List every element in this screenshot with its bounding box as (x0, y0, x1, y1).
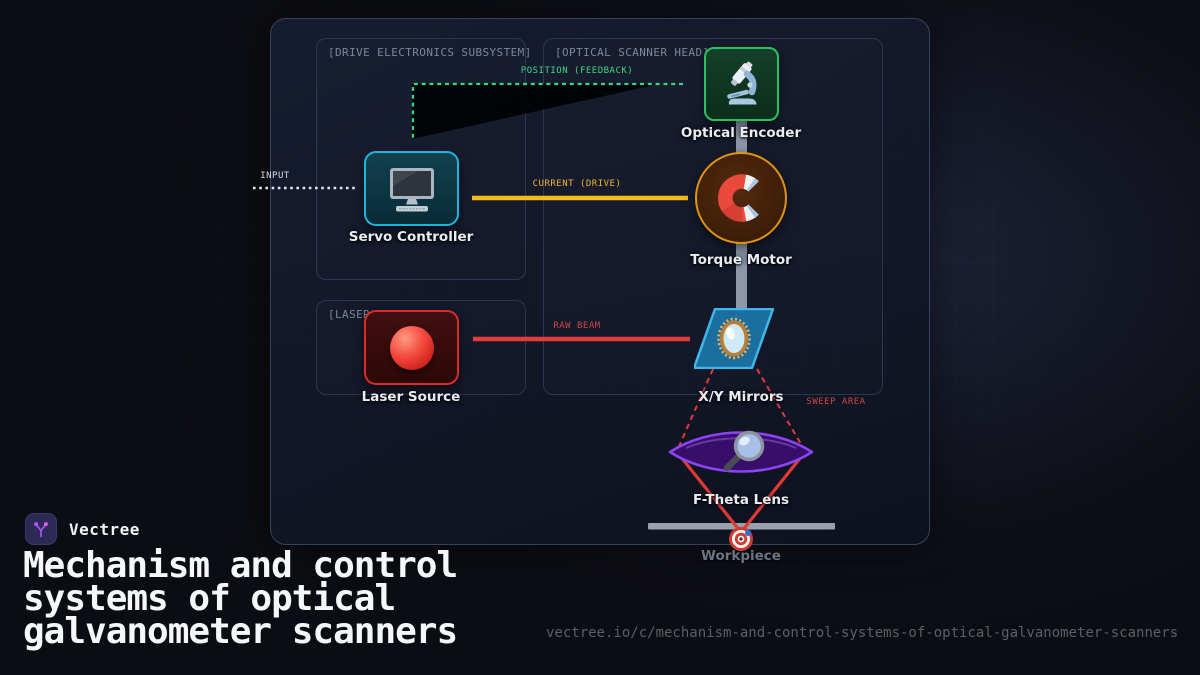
group-laser-label: [LASER (328, 308, 371, 321)
brand-name: Vectree (69, 520, 140, 539)
title-line-3: galvanometer scanners (23, 611, 458, 652)
node-laser-source (364, 310, 459, 385)
title-line-1: Mechanism and control (23, 545, 458, 586)
node-servo-controller (364, 151, 459, 226)
microscope-icon (726, 61, 756, 105)
focus-line-right (740, 451, 807, 532)
laser-ball-icon (389, 325, 434, 370)
magnifier-icon (722, 423, 774, 479)
magnet-icon (718, 174, 759, 222)
mirror-icon (692, 307, 775, 370)
vectree-branch-icon (34, 522, 48, 538)
current-drive-label: CURRENT (DRIVE) (532, 179, 622, 189)
sweep-area-label: SWEEP AREA (806, 397, 866, 407)
group-laser: [LASER (316, 300, 526, 395)
node-optical-encoder (704, 47, 779, 121)
input-label: INPUT (260, 171, 290, 181)
node-torque-motor (695, 152, 787, 244)
laser-source-label: Laser Source (361, 389, 461, 405)
footer-url: vectree.io/c/mechanism-and-control-syste… (546, 625, 1179, 641)
focus-line-left (675, 451, 742, 532)
ftheta-lens-label: F-Theta Lens (692, 492, 790, 508)
feedback-arrow-wedge (412, 84, 656, 139)
optical-encoder-label: Optical Encoder (680, 125, 802, 141)
target-icon (727, 524, 756, 557)
position-feedback-label: POSITION (FEEDBACK) (520, 66, 634, 76)
workpiece-label: Workpiece (701, 548, 781, 564)
feedback-line (411, 82, 683, 139)
title-line-2: systems of optical (23, 578, 396, 619)
torque-motor-label: Torque Motor (690, 252, 792, 268)
group-optical-label: [OPTICAL SCANNER HEAD] (555, 46, 710, 59)
group-optical-scanner-head: [OPTICAL SCANNER HEAD] (543, 38, 883, 395)
raw-beam-label: RAW BEAM (553, 321, 601, 331)
page-title: Mechanism and control systems of optical… (23, 545, 543, 652)
group-drive-electronics: [DRIVE ELECTRONICS SUBSYSTEM] (316, 38, 531, 280)
workpiece-bar (648, 523, 835, 530)
vectree-logo (25, 513, 57, 545)
xy-mirrors-label: X/Y Mirrors (698, 389, 784, 405)
group-drive-label: [DRIVE ELECTRONICS SUBSYSTEM] (328, 46, 532, 59)
sweep-line-left (676, 368, 714, 452)
computer-monitor-icon (389, 167, 434, 211)
node-xy-mirrors (692, 307, 775, 373)
diagram-panel (270, 18, 930, 545)
servo-controller-label: Servo Controller (348, 229, 474, 245)
